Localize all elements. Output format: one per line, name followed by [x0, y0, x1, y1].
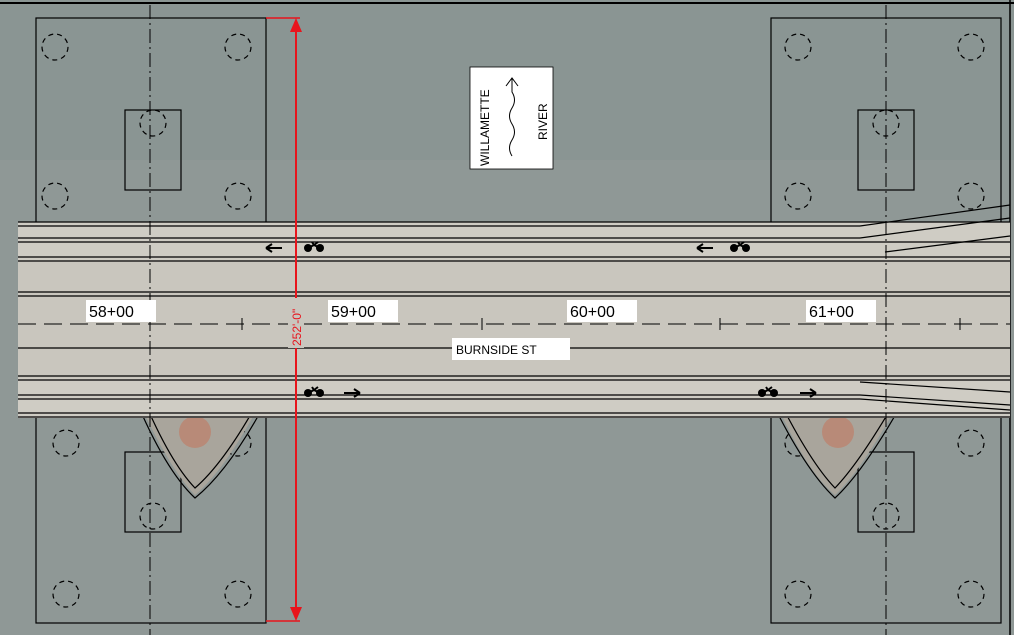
span-dimension: 252'-0" [266, 17, 304, 622]
roadway-linework [18, 204, 1011, 418]
river-flow-arrow-icon [505, 77, 519, 157]
bascule-pier-east [769, 397, 906, 499]
river-label-river: RIVER [536, 103, 550, 140]
station-label-58: 58+00 [89, 304, 134, 321]
river-flow-legend: WILLAMETTE RIVER [469, 66, 554, 170]
street-label: BURNSIDE ST [456, 343, 537, 357]
station-labels: 58+00 59+00 60+00 61+00 [86, 300, 876, 322]
street-label-box [452, 338, 570, 360]
station-label-59: 59+00 [331, 304, 376, 321]
station-label-60: 60+00 [570, 304, 615, 321]
westbound-bike-markings [265, 241, 751, 253]
dimension-label: 252'-0" [290, 309, 304, 346]
eastbound-bike-markings [303, 386, 817, 398]
river-label-willamette: WILLAMETTE [478, 89, 492, 166]
station-label-61: 61+00 [809, 304, 854, 321]
pier-footing-nw [35, 17, 267, 227]
bascule-pier-west [134, 397, 269, 499]
south-bike-lane [18, 378, 1010, 418]
survey-centerline [18, 318, 1010, 330]
